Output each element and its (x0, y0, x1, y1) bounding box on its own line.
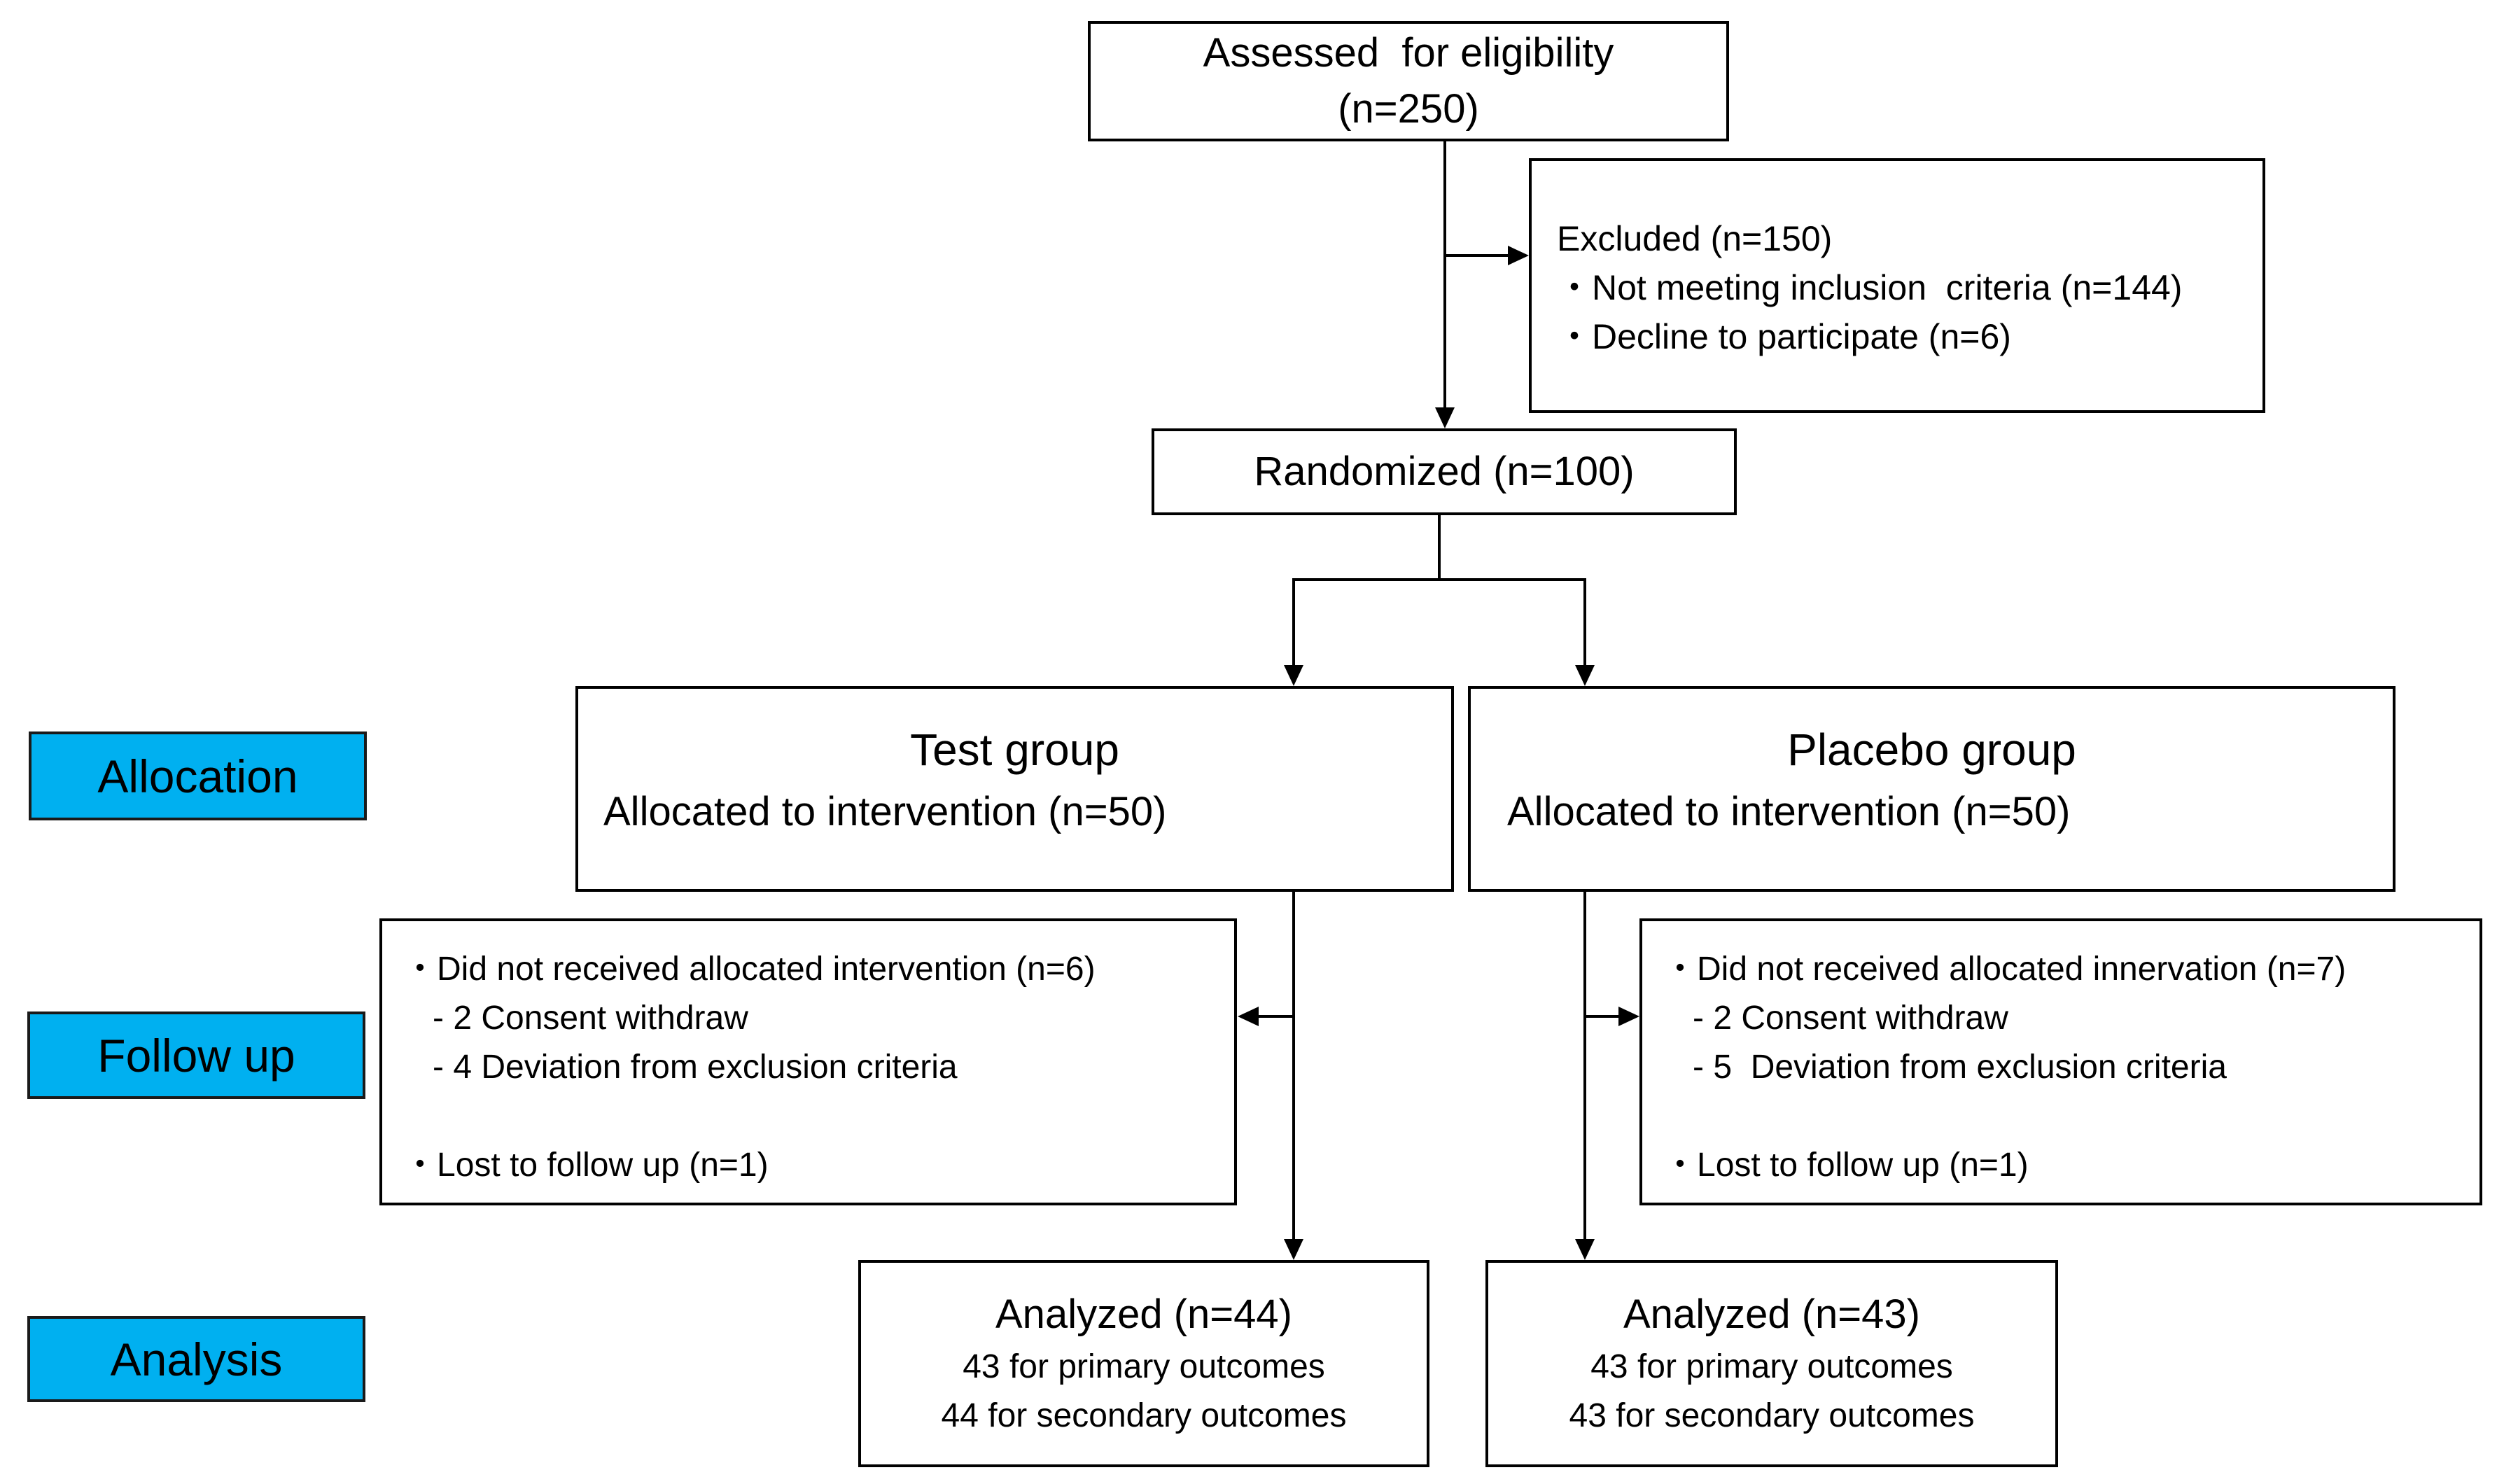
eligibility-line1: Assessed for eligibility (1203, 30, 1614, 76)
test-group-title: Test group (910, 724, 1119, 775)
arrow-to-placebo-analysis (1575, 1239, 1595, 1260)
connector-to-test-followup (1257, 1015, 1294, 1018)
test-followup-line1: ・Did not received allocated intervention… (403, 951, 1096, 988)
test-analysis-box: Analyzed (n=44) 43 for primary outcomes … (858, 1260, 1429, 1467)
stage-analysis: Analysis (27, 1316, 365, 1402)
excluded-title: Excluded (n=150) (1557, 219, 1833, 258)
placebo-analysis-line2: 43 for secondary outcomes (1569, 1397, 1975, 1434)
excluded-item: ・Decline to participate (n=6) (1557, 317, 2011, 356)
connector-split-horizontal (1292, 578, 1586, 581)
eligibility-box: Assessed for eligibility (n=250) (1088, 21, 1729, 141)
connector-to-placebo-followup (1585, 1015, 1620, 1018)
placebo-group-title: Placebo group (1787, 724, 2076, 775)
arrow-to-excluded (1508, 246, 1529, 265)
stage-allocation: Allocation (29, 732, 367, 820)
excluded-item: ・Not meeting inclusion criteria (n=144) (1557, 268, 2183, 307)
test-analysis-line2: 44 for secondary outcomes (941, 1397, 1347, 1434)
randomized-label: Randomized (n=100) (1254, 449, 1635, 494)
placebo-group-subtitle: Allocated to intervention (n=50) (1507, 789, 2071, 834)
test-followup-line4: ・Lost to follow up (n=1) (403, 1147, 769, 1184)
arrow-to-placebo-group (1575, 665, 1595, 686)
test-followup-box: ・Did not received allocated intervention… (379, 918, 1237, 1205)
connector-eligibility-randomized (1443, 141, 1446, 409)
connector-randomized-down (1438, 515, 1441, 580)
placebo-followup-line3: - 5 Deviation from exclusion criteria (1693, 1049, 2227, 1086)
test-group-box: Test group Allocated to intervention (n=… (575, 686, 1454, 892)
arrow-to-placebo-followup (1618, 1007, 1639, 1026)
stage-follow-up: Follow up (27, 1011, 365, 1099)
test-followup-line2: - 2 Consent withdraw (433, 1000, 748, 1037)
arrow-to-randomized (1435, 407, 1455, 428)
test-group-subtitle: Allocated to intervention (n=50) (603, 789, 1167, 834)
test-followup-line3: - 4 Deviation from exclusion criteria (433, 1049, 958, 1086)
placebo-analysis-title: Analyzed (n=43) (1623, 1292, 1920, 1337)
test-analysis-title: Analyzed (n=44) (995, 1292, 1292, 1337)
placebo-followup-box: ・Did not received allocated innervation … (1639, 918, 2482, 1205)
connector-to-excluded (1445, 254, 1509, 257)
test-analysis-line1: 43 for primary outcomes (963, 1348, 1325, 1385)
placebo-followup-line4: ・Lost to follow up (n=1) (1663, 1147, 2029, 1184)
eligibility-line2: (n=250) (1338, 86, 1479, 132)
randomized-box: Randomized (n=100) (1152, 428, 1737, 515)
connector-placebo-vertical (1583, 892, 1586, 1240)
arrow-to-test-analysis (1284, 1239, 1303, 1260)
placebo-followup-line1: ・Did not received allocated innervation … (1663, 951, 2346, 988)
connector-test-vertical (1292, 892, 1295, 1240)
placebo-analysis-box: Analyzed (n=43) 43 for primary outcomes … (1485, 1260, 2058, 1467)
placebo-analysis-line1: 43 for primary outcomes (1590, 1348, 1953, 1385)
placebo-group-box: Placebo group Allocated to intervention … (1468, 686, 2395, 892)
stage-follow-up-label: Follow up (97, 1029, 295, 1082)
excluded-box: Excluded (n=150) ・Not meeting inclusion … (1529, 158, 2265, 413)
placebo-followup-line2: - 2 Consent withdraw (1693, 1000, 2008, 1037)
arrow-to-test-group (1284, 665, 1303, 686)
stage-analysis-label: Analysis (110, 1333, 283, 1385)
connector-split-right (1583, 578, 1586, 666)
arrow-to-test-followup (1238, 1007, 1259, 1026)
stage-allocation-label: Allocation (97, 750, 298, 802)
connector-split-left (1292, 578, 1295, 666)
